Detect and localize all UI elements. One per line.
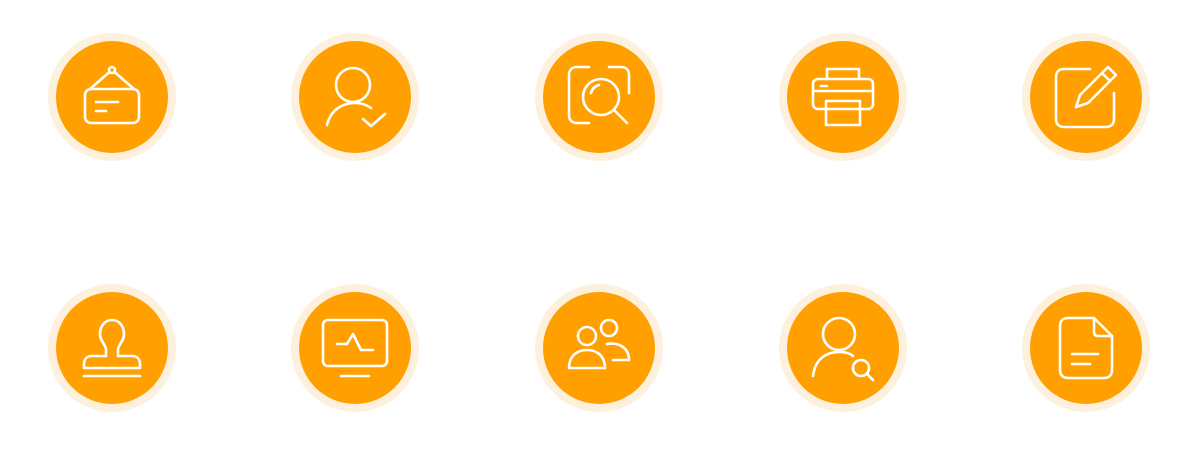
tile-circle	[56, 41, 168, 153]
tile-scan-search[interactable]	[535, 33, 663, 161]
tile-users[interactable]	[535, 284, 663, 412]
tile-hanging-sign[interactable]	[48, 33, 176, 161]
tile-circle	[543, 41, 655, 153]
tile-user-search[interactable]	[779, 284, 907, 412]
document-icon	[1058, 316, 1114, 380]
tile-edit[interactable]	[1022, 33, 1150, 161]
scan-search-icon	[567, 65, 631, 125]
tile-circle	[787, 41, 899, 153]
tile-circle	[787, 292, 899, 404]
printer-icon	[811, 67, 875, 127]
tile-circle	[1030, 292, 1142, 404]
user-search-icon	[811, 316, 875, 382]
tile-user-check[interactable]	[291, 33, 419, 161]
tile-printer[interactable]	[779, 33, 907, 161]
edit-icon	[1054, 65, 1118, 129]
users-icon	[567, 318, 631, 370]
tile-stamp[interactable]	[48, 284, 176, 412]
tile-circle	[543, 292, 655, 404]
tile-circle	[299, 41, 411, 153]
tile-circle	[299, 292, 411, 404]
tile-circle	[56, 292, 168, 404]
hanging-sign-icon	[83, 65, 141, 125]
monitor-chart-icon	[321, 318, 389, 378]
tile-document[interactable]	[1022, 284, 1150, 412]
stamp-icon	[82, 318, 142, 378]
tile-monitor-chart[interactable]	[291, 284, 419, 412]
tile-circle	[1030, 41, 1142, 153]
user-check-icon	[325, 66, 387, 128]
